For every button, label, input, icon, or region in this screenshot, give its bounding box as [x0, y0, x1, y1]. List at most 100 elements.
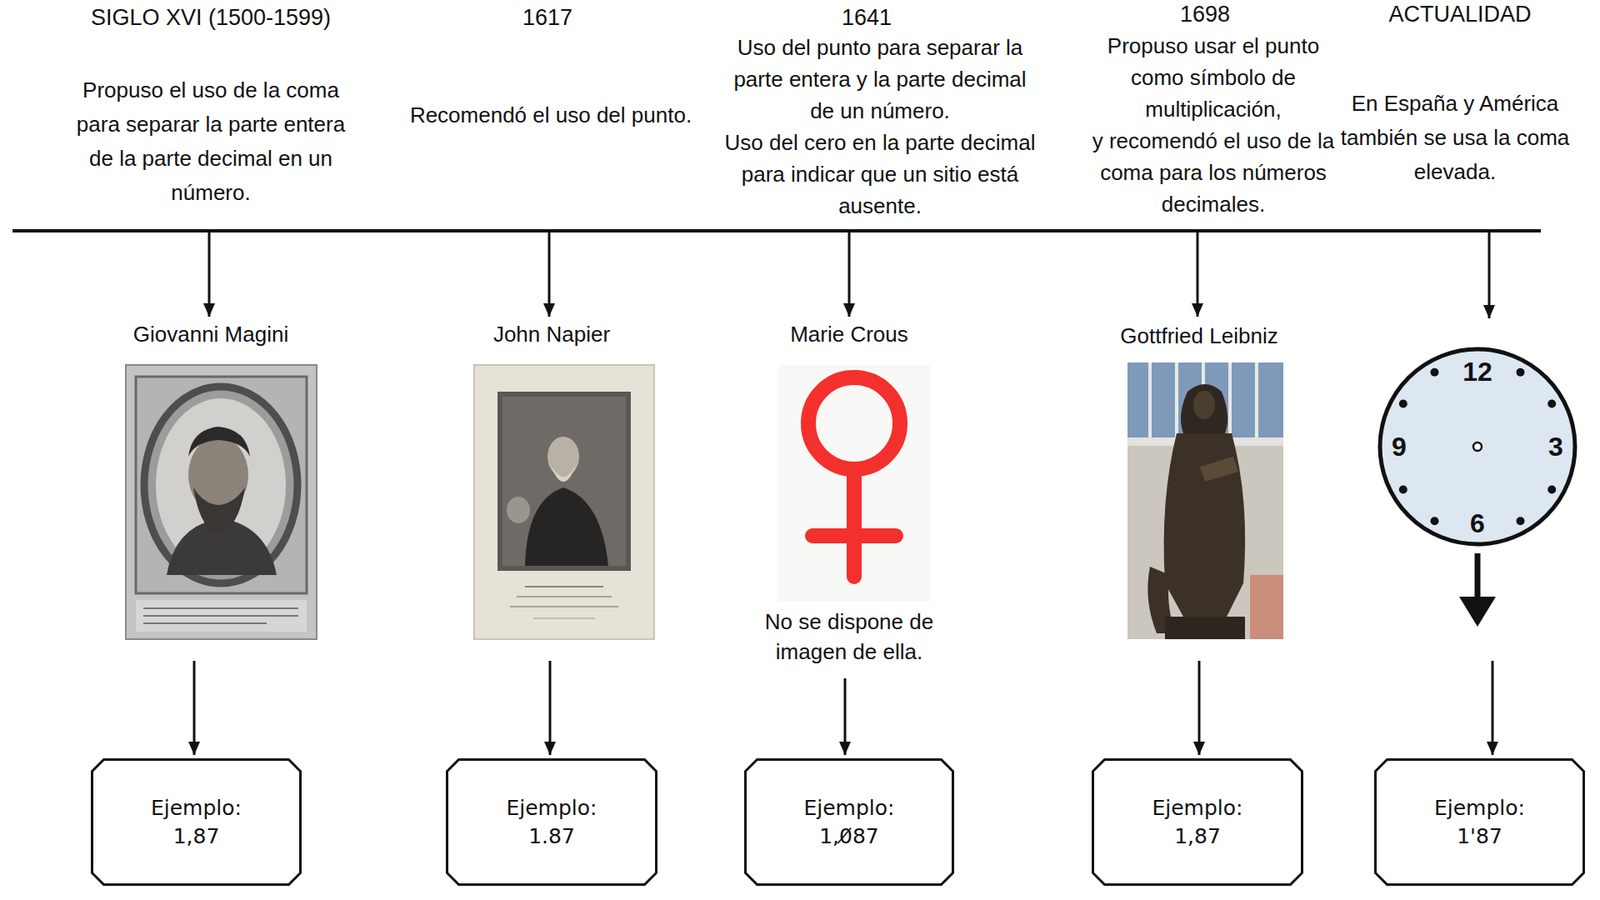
clock-dot — [1516, 368, 1525, 377]
portrait-frame — [135, 376, 307, 594]
clock-face — [1380, 349, 1575, 545]
inscription-line — [143, 622, 267, 625]
down-arrow — [208, 232, 211, 317]
clock-number: 6 — [1454, 508, 1501, 539]
example-box: Ejemplo:1,87 — [90, 758, 302, 886]
clock-center — [1473, 442, 1482, 451]
down-arrow — [848, 232, 851, 317]
portrait-plate-inner — [502, 396, 626, 566]
clock-icon — [1380, 349, 1575, 627]
box-border — [447, 760, 657, 885]
example-box: Ejemplo:1.87 — [445, 758, 658, 886]
inscription-line — [143, 607, 299, 610]
window-mullion — [1175, 362, 1179, 438]
image-note: No se dispone de imagen de ella. — [736, 606, 962, 667]
event-description: y recomendó el uso de la coma para los n… — [1088, 125, 1339, 220]
down-arrow — [1488, 232, 1491, 319]
box-outline — [445, 758, 658, 886]
timeline-axis — [12, 229, 1541, 233]
example-box: Ejemplo:1,87 — [1091, 758, 1304, 886]
symbol-ground — [778, 365, 930, 602]
inscription-line — [516, 595, 612, 598]
box-content: Ejemplo:1.87 — [445, 758, 658, 886]
portrait-plate — [497, 391, 631, 571]
female-symbol — [778, 365, 930, 602]
down-arrow — [193, 660, 196, 755]
person-name: John Napier — [418, 320, 685, 349]
period-heading: SIGLO XVI (1500-1599) — [35, 3, 386, 32]
clock-number: 9 — [1375, 431, 1423, 462]
inscription-line — [143, 615, 299, 617]
example-value: 1,0̸87 — [819, 822, 880, 851]
period-heading: 1617 — [464, 3, 631, 32]
event-description: Uso del cero en la parte decimal para in… — [721, 126, 1039, 222]
example-heading: Ejemplo: — [150, 794, 242, 823]
window-mullion — [1255, 362, 1259, 438]
example-value: 1,87 — [173, 822, 220, 851]
clock-number: 12 — [1454, 356, 1501, 387]
event-description: Propuso el uso de la coma para separar l… — [65, 73, 357, 210]
portrait-ground — [474, 365, 655, 640]
clock-arrow-head — [1459, 596, 1496, 627]
box-outline — [1374, 758, 1585, 886]
period-heading: ACTUALIDAD — [1335, 0, 1585, 29]
inscription-line — [510, 605, 619, 608]
magini-portrait — [125, 365, 317, 640]
portrait-ground — [125, 365, 317, 640]
example-value: 1.87 — [528, 822, 575, 851]
clock-dot — [1547, 400, 1556, 409]
portrait-globe — [506, 496, 530, 524]
leibniz-statue — [1127, 362, 1284, 640]
clock-dot — [1516, 516, 1525, 525]
statue-wig — [1180, 384, 1228, 434]
clock-dot — [1430, 516, 1440, 525]
down-arrow — [844, 678, 847, 755]
example-heading: Ejemplo: — [505, 794, 597, 823]
box-outline — [1091, 758, 1304, 886]
down-arrow — [1196, 232, 1200, 317]
statue-robe — [1164, 433, 1246, 617]
person-name: Giovanni Magini — [77, 320, 345, 349]
symbol-ring — [808, 377, 900, 470]
photo-ground — [1127, 362, 1284, 640]
event-description: Recomendó el uso del punto. — [388, 98, 714, 133]
box-border — [1375, 760, 1585, 885]
photo-wall — [1250, 575, 1284, 640]
box-content: Ejemplo:1'87 — [1374, 758, 1585, 886]
period-heading: 1641 — [783, 3, 950, 32]
portrait-body — [525, 487, 609, 566]
example-box: Ejemplo:1,0̸87 — [744, 758, 955, 886]
clock-dot — [1547, 485, 1556, 495]
box-outline — [90, 758, 302, 886]
down-arrow — [549, 660, 552, 755]
down-arrow — [548, 232, 551, 317]
down-arrow — [1198, 660, 1201, 755]
box-outline — [744, 758, 955, 886]
photo-windows — [1127, 362, 1284, 438]
portrait-inscription — [135, 600, 307, 632]
example-box: Ejemplo:1'87 — [1374, 758, 1585, 886]
portrait-face — [547, 436, 580, 477]
statue-book — [1200, 456, 1239, 482]
statue-base — [1165, 616, 1245, 640]
clock-dot — [1399, 485, 1408, 495]
box-border — [745, 760, 954, 885]
example-value: 1'87 — [1456, 822, 1503, 851]
box-border — [92, 760, 301, 885]
down-arrow — [1491, 660, 1495, 755]
event-description: En España y América también se usa la co… — [1337, 86, 1573, 190]
portrait-beard — [193, 487, 245, 534]
clock-number: 3 — [1532, 431, 1580, 462]
example-value: 1,87 — [1174, 822, 1221, 851]
example-heading: Ejemplo: — [1434, 794, 1525, 823]
clock-dot — [1399, 400, 1408, 409]
inscription-line — [533, 617, 595, 620]
statue-face — [1193, 390, 1215, 420]
box-content: Ejemplo:1,87 — [1091, 758, 1304, 886]
period-heading: 1698 — [1121, 0, 1289, 29]
person-name: Marie Crous — [715, 320, 983, 349]
portrait-hair — [188, 426, 250, 457]
person-name: Gottfried Leibniz — [1065, 321, 1333, 350]
example-heading: Ejemplo: — [803, 794, 895, 823]
